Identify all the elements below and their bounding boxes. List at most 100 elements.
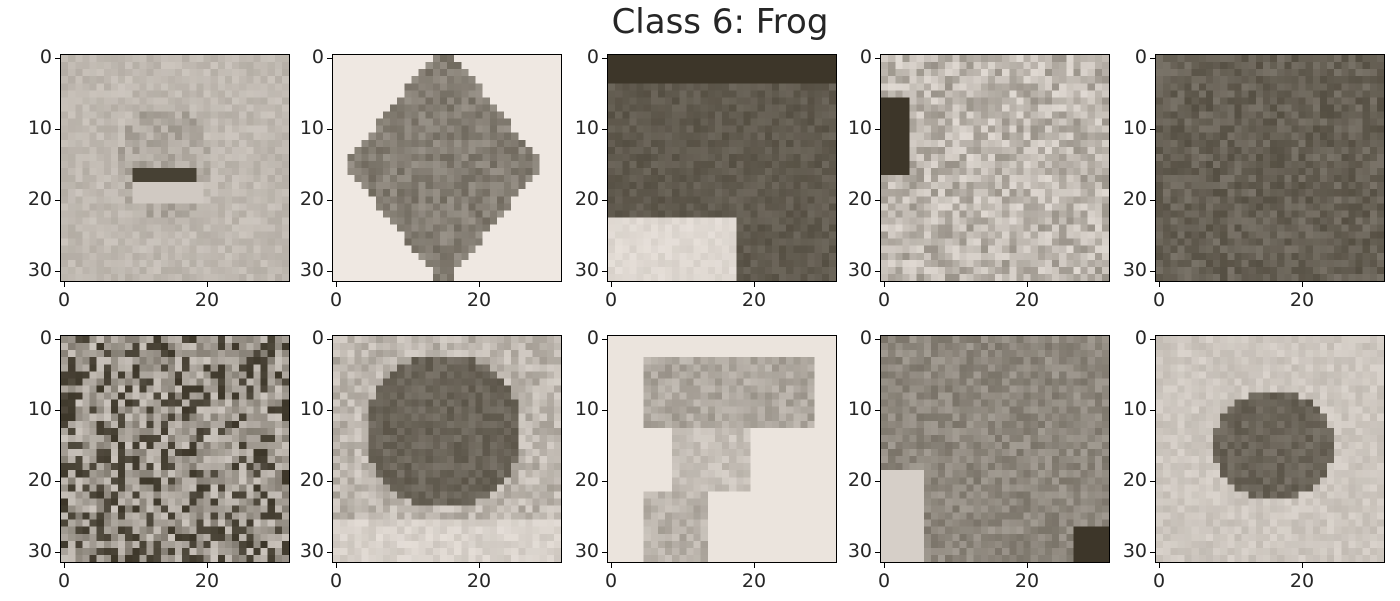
y-tick	[327, 129, 332, 130]
y-tick	[602, 339, 607, 340]
x-tick-label: 0	[329, 570, 343, 592]
y-tick	[327, 271, 332, 272]
x-tick-label: 20	[194, 570, 220, 592]
y-tick-label: 20	[27, 469, 52, 491]
frog-image-6	[60, 335, 290, 563]
frog-photo	[1156, 55, 1384, 281]
y-tick	[55, 129, 60, 130]
x-tick	[1027, 282, 1028, 287]
frog-photo	[61, 336, 289, 562]
y-tick	[875, 271, 880, 272]
y-tick-label: 10	[847, 398, 872, 420]
x-tick-label: 20	[466, 570, 492, 592]
frog-image-4	[880, 54, 1110, 282]
y-tick-label: 0	[1134, 327, 1147, 349]
y-tick-label: 30	[299, 540, 324, 562]
y-tick	[55, 410, 60, 411]
y-tick	[1150, 552, 1155, 553]
y-tick-label: 30	[1122, 259, 1147, 281]
x-tick	[479, 282, 480, 287]
y-tick-label: 10	[27, 117, 52, 139]
y-tick-label: 0	[39, 46, 52, 68]
x-tick	[479, 563, 480, 568]
y-tick-label: 30	[27, 540, 52, 562]
y-tick-label: 20	[847, 469, 872, 491]
y-tick-label: 0	[1134, 46, 1147, 68]
y-tick	[602, 271, 607, 272]
y-tick-label: 30	[299, 259, 324, 281]
x-tick-label: 0	[57, 289, 71, 311]
x-tick	[884, 282, 885, 287]
y-tick	[1150, 58, 1155, 59]
y-tick-label: 20	[299, 469, 324, 491]
y-tick	[602, 200, 607, 201]
frog-photo	[608, 336, 836, 562]
y-tick	[602, 58, 607, 59]
y-tick	[875, 410, 880, 411]
y-tick-label: 30	[847, 540, 872, 562]
y-tick	[55, 481, 60, 482]
y-tick	[1150, 200, 1155, 201]
figure-title: Class 6: Frog	[611, 2, 829, 42]
frog-photo	[333, 336, 561, 562]
y-tick-label: 10	[27, 398, 52, 420]
x-tick	[1302, 563, 1303, 568]
frog-photo	[1156, 336, 1384, 562]
x-tick-label: 0	[1152, 570, 1166, 592]
y-tick	[1150, 410, 1155, 411]
frog-image-3	[607, 54, 837, 282]
x-tick-label: 20	[1289, 289, 1315, 311]
y-tick-label: 10	[1122, 117, 1147, 139]
frog-photo	[881, 55, 1109, 281]
y-tick-label: 30	[1122, 540, 1147, 562]
y-tick	[55, 339, 60, 340]
y-tick	[55, 200, 60, 201]
y-tick	[327, 410, 332, 411]
x-tick-label: 20	[1014, 570, 1040, 592]
y-tick-label: 20	[574, 469, 599, 491]
x-tick	[754, 282, 755, 287]
x-tick-label: 0	[1152, 289, 1166, 311]
y-tick-label: 0	[311, 46, 324, 68]
y-tick	[602, 481, 607, 482]
y-tick-label: 20	[847, 188, 872, 210]
y-tick	[875, 129, 880, 130]
y-tick	[327, 200, 332, 201]
y-tick-label: 20	[1122, 469, 1147, 491]
x-tick	[207, 282, 208, 287]
y-tick-label: 30	[574, 259, 599, 281]
x-tick-label: 0	[877, 289, 891, 311]
frog-image-9	[880, 335, 1110, 563]
frog-photo	[608, 55, 836, 281]
y-tick	[602, 129, 607, 130]
y-tick	[875, 200, 880, 201]
x-tick	[64, 282, 65, 287]
y-tick-label: 10	[299, 117, 324, 139]
y-tick-label: 20	[1122, 188, 1147, 210]
y-tick-label: 10	[574, 398, 599, 420]
y-tick	[1150, 129, 1155, 130]
x-tick-label: 0	[329, 289, 343, 311]
x-tick	[336, 563, 337, 568]
x-tick	[1302, 282, 1303, 287]
y-tick-label: 30	[27, 259, 52, 281]
y-tick-label: 10	[1122, 398, 1147, 420]
x-tick-label: 0	[57, 570, 71, 592]
frog-photo	[881, 336, 1109, 562]
frog-photo	[333, 55, 561, 281]
y-tick	[55, 58, 60, 59]
y-tick	[875, 58, 880, 59]
frog-image-5	[1155, 54, 1385, 282]
y-tick	[602, 552, 607, 553]
y-tick	[327, 58, 332, 59]
y-tick	[1150, 339, 1155, 340]
x-tick-label: 20	[1289, 570, 1315, 592]
x-tick	[611, 563, 612, 568]
x-tick-label: 20	[1014, 289, 1040, 311]
x-tick-label: 0	[604, 289, 618, 311]
x-tick	[64, 563, 65, 568]
x-tick	[1027, 563, 1028, 568]
frog-image-10	[1155, 335, 1385, 563]
y-tick	[875, 481, 880, 482]
frog-photo	[61, 55, 289, 281]
